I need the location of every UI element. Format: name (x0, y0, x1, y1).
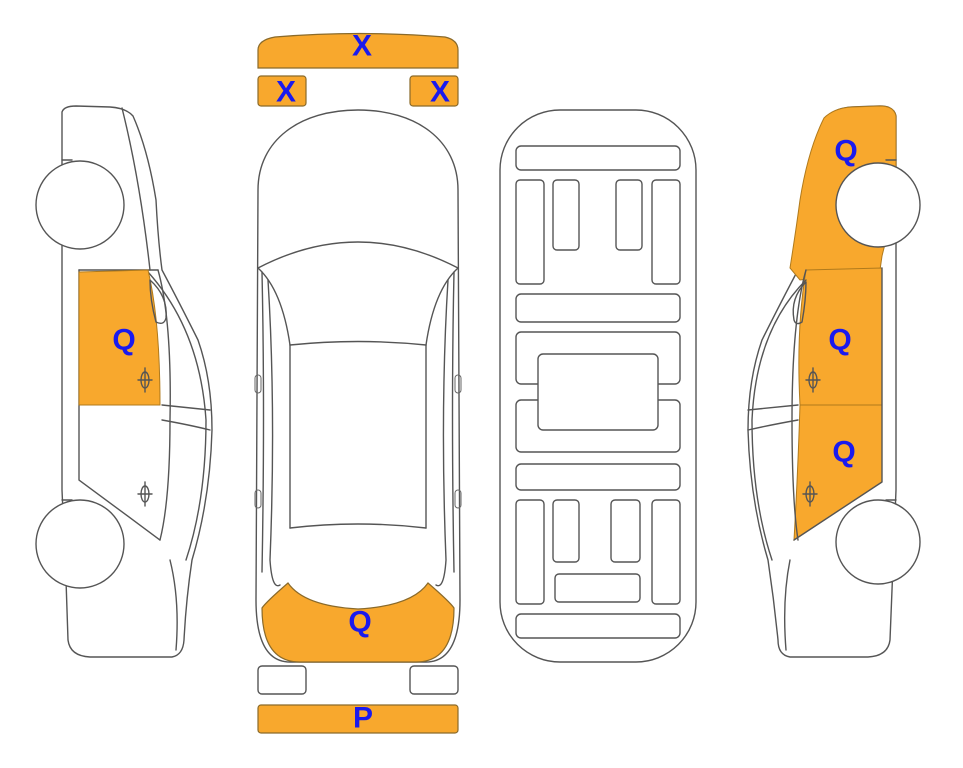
front-left-light-damage (257, 75, 307, 107)
right-front-wheel (835, 162, 921, 248)
rear-bumper-label: P (353, 702, 373, 735)
right-door-handle-rear (802, 481, 818, 507)
rear-bumper-damage (257, 704, 459, 734)
front-right-light-damage (409, 75, 459, 107)
left-front-door-damage (78, 269, 161, 406)
right-front-fender-label: Q (834, 135, 857, 168)
rear-left-light (257, 665, 307, 695)
right-rear-door-label: Q (832, 436, 855, 469)
top-rear-damage (261, 582, 455, 663)
left-side-view: Q (35, 105, 213, 658)
top-body (255, 109, 461, 663)
underside-center-panel (537, 353, 659, 431)
left-door-handle-front (137, 367, 153, 393)
left-front-door-label: Q (112, 324, 135, 357)
front-left-light-label: X (276, 76, 296, 109)
front-bumper-damage (257, 32, 459, 69)
rear-right-light (409, 665, 459, 695)
top-view: X X X Q P (254, 30, 462, 735)
left-rear-wheel (35, 499, 125, 589)
right-rear-wheel (835, 499, 921, 585)
left-door-handle-rear (137, 481, 153, 507)
right-door-handle-front (805, 367, 821, 393)
right-front-door-label: Q (828, 324, 851, 357)
top-rear-label: Q (348, 606, 371, 639)
underside-view (499, 109, 697, 663)
front-bumper-label: X (352, 30, 372, 63)
front-right-light-label: X (430, 76, 450, 109)
left-front-wheel (35, 160, 125, 250)
right-side-view: Q Q Q (747, 105, 921, 658)
